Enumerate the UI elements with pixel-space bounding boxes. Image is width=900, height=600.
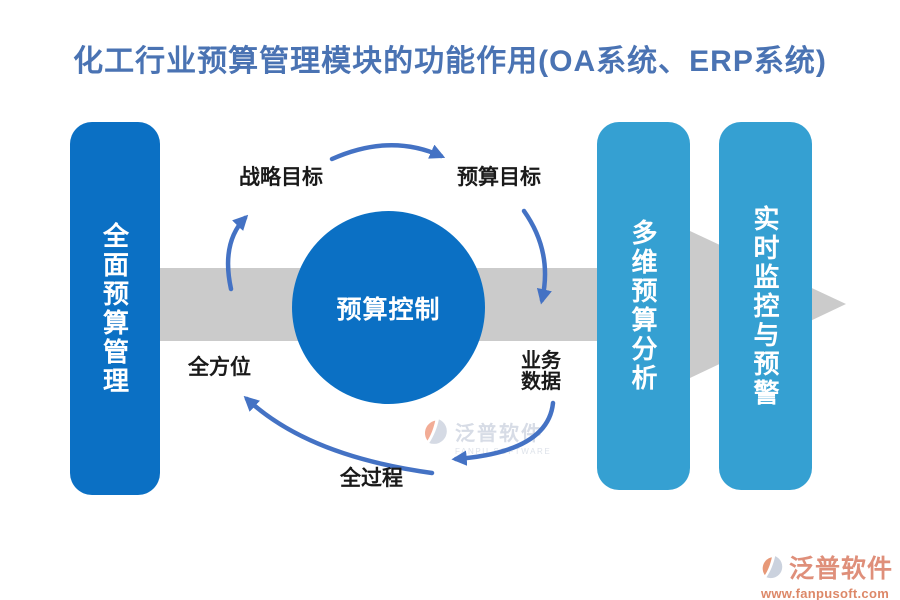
fanpu-logo-icon xyxy=(424,419,447,444)
arc-budget-to-data xyxy=(521,208,552,305)
arc-process-to-omni xyxy=(243,395,435,476)
page-title: 化工行业预算管理模块的功能作用(OA系统、ERP系统) xyxy=(73,45,827,78)
panel-multidimensional-analysis-label: 多维预算分析 xyxy=(628,219,658,393)
panel-comprehensive-budget-label: 全面预算管理 xyxy=(99,221,130,396)
label-business-data: 业务 数据 xyxy=(521,350,561,393)
label-budget-goal: 预算目标 xyxy=(457,166,541,189)
panel-comprehensive-budget: 全面预算管理 xyxy=(70,122,160,495)
label-omnidirectional: 全方位 xyxy=(188,356,251,379)
panel-realtime-monitoring-label: 实时监控与预警 xyxy=(750,204,780,408)
budget-control-label: 预算控制 xyxy=(336,295,441,324)
panel-realtime-monitoring: 实时监控与预警 xyxy=(719,122,812,490)
arc-data-to-process xyxy=(451,400,556,466)
watermark-corner: 泛普软件 www.fanpusoft.com xyxy=(760,549,893,600)
watermark-corner-name: 泛普软件 xyxy=(789,555,894,583)
watermark-center-name: 泛普软件 xyxy=(455,423,543,445)
budget-control-circle: 预算控制 xyxy=(292,211,485,404)
panel-multidimensional-analysis: 多维预算分析 xyxy=(597,122,690,490)
watermark-corner-url: www.fanpusoft.com xyxy=(760,586,890,600)
label-strategic-goal: 战略目标 xyxy=(239,166,323,189)
arc-omni-to-strategy xyxy=(225,214,249,292)
fanpu-logo-icon xyxy=(762,556,783,579)
label-whole-process: 全过程 xyxy=(340,467,403,490)
arc-strategy-to-budget xyxy=(329,142,446,162)
